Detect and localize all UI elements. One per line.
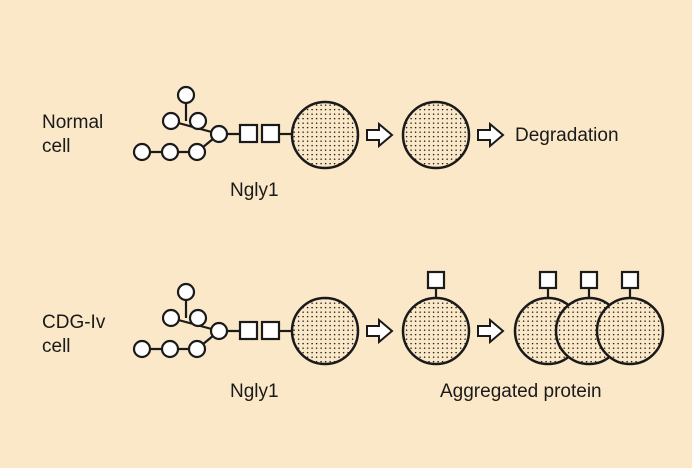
right-arrow-icon: [366, 121, 394, 149]
right-arrow-icon: [366, 317, 394, 345]
attached-sugar-icon: [579, 270, 599, 290]
attached-sugar-icon: [426, 270, 446, 290]
cell-label-normal-line2: cell: [42, 136, 71, 157]
row-normal: Normal cell Degradation Ngly1: [42, 85, 619, 201]
cell-label-cdg-line2: cell: [42, 336, 71, 357]
protein-sphere-icon: [290, 296, 360, 366]
protein-sphere-icon: [595, 296, 665, 366]
cell-label-cdg-line1: CDG-Iv: [42, 312, 106, 333]
attached-sugar-icon: [620, 270, 640, 290]
protein-sphere-icon: [290, 100, 360, 170]
protein-sphere-icon: [401, 100, 471, 170]
protein-with-sugar: [401, 270, 471, 366]
attached-sugar-icon: [538, 270, 558, 290]
right-arrow-icon: [477, 317, 505, 345]
cell-label-normal-line1: Normal: [42, 112, 103, 133]
protein-sphere-icon: [401, 296, 471, 366]
enzyme-label-ngly1: Ngly1: [230, 180, 279, 201]
enzyme-label-ngly1: Ngly1: [230, 381, 279, 402]
outcome-label-aggregated: Aggregated protein: [440, 381, 602, 402]
aggregated-protein-cluster: [513, 270, 665, 366]
outcome-label-degradation: Degradation: [515, 125, 619, 146]
right-arrow-icon: [477, 121, 505, 149]
glycan-tree-icon: [132, 85, 292, 162]
glycan-tree-icon: [132, 282, 292, 359]
row-cdg-iv: CDG-Iv cell: [42, 270, 665, 402]
